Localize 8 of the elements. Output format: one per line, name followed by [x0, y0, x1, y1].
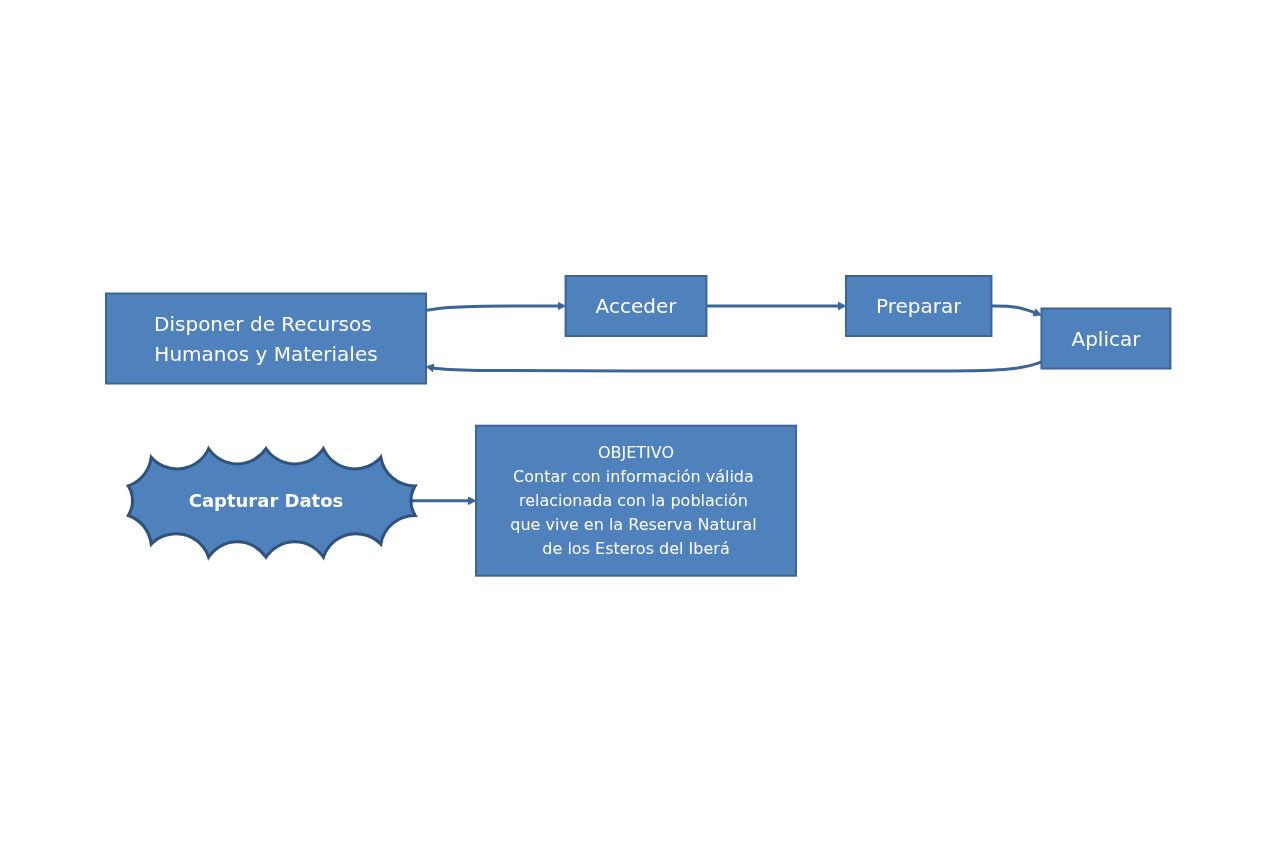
- arrow: [991, 304, 1042, 317]
- node-box: Aplicar: [1040, 307, 1172, 370]
- arrow: [425, 301, 566, 313]
- node-box: Disponer de Recursos Humanos y Materiales: [104, 292, 427, 385]
- node-box: OBJETIVO Contar con información válida relacionada con la población que vive en la Reserva Natural de los Esteros del Iberá: [474, 424, 797, 577]
- node-box: Preparar: [844, 275, 993, 338]
- arrow: [425, 360, 1042, 373]
- node-box: Acceder: [564, 275, 708, 338]
